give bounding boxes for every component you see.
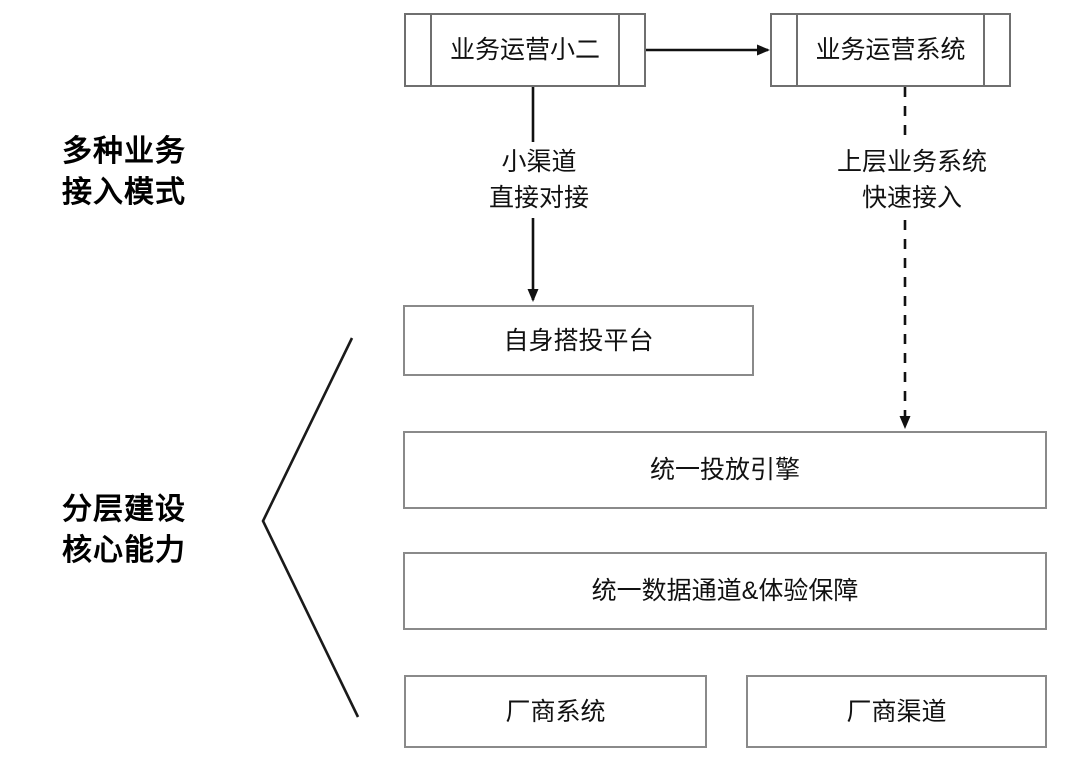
- box-unified-delivery-engine-label: 统一投放引擎: [649, 456, 800, 484]
- component-box-ops-system[interactable]: 业务运营系统: [770, 13, 1011, 87]
- component-box-ops-staff[interactable]: 业务运营小二: [404, 13, 646, 87]
- component-divider-right: [983, 15, 985, 85]
- section-label-layered-capability: 分层建设 核心能力: [62, 493, 186, 567]
- component-box-ops-staff-label: 业务运营小二: [449, 36, 600, 64]
- box-self-build-platform[interactable]: 自身搭投平台: [403, 305, 754, 376]
- component-divider-right: [618, 15, 620, 85]
- edge-note-small-channel: 小渠道 直接对接: [443, 142, 635, 218]
- section-label-access-modes: 多种业务 接入模式: [62, 135, 186, 209]
- box-unified-data-channel-label: 统一数据通道&体验保障: [591, 577, 859, 605]
- box-self-build-platform-label: 自身搭投平台: [503, 326, 654, 355]
- box-vendor-channel-label: 厂商渠道: [846, 697, 947, 726]
- box-unified-delivery-engine[interactable]: 统一投放引擎: [403, 431, 1047, 509]
- box-vendor-system-label: 厂商系统: [505, 697, 606, 726]
- component-divider-left: [430, 15, 432, 85]
- component-box-ops-system-label: 业务运营系统: [815, 36, 966, 64]
- box-vendor-channel[interactable]: 厂商渠道: [746, 675, 1047, 748]
- edge-note-upper-system: 上层业务系统 快速接入: [808, 142, 1016, 218]
- box-vendor-system[interactable]: 厂商系统: [404, 675, 707, 748]
- box-unified-data-channel[interactable]: 统一数据通道&体验保障: [403, 552, 1047, 630]
- component-divider-left: [796, 15, 798, 85]
